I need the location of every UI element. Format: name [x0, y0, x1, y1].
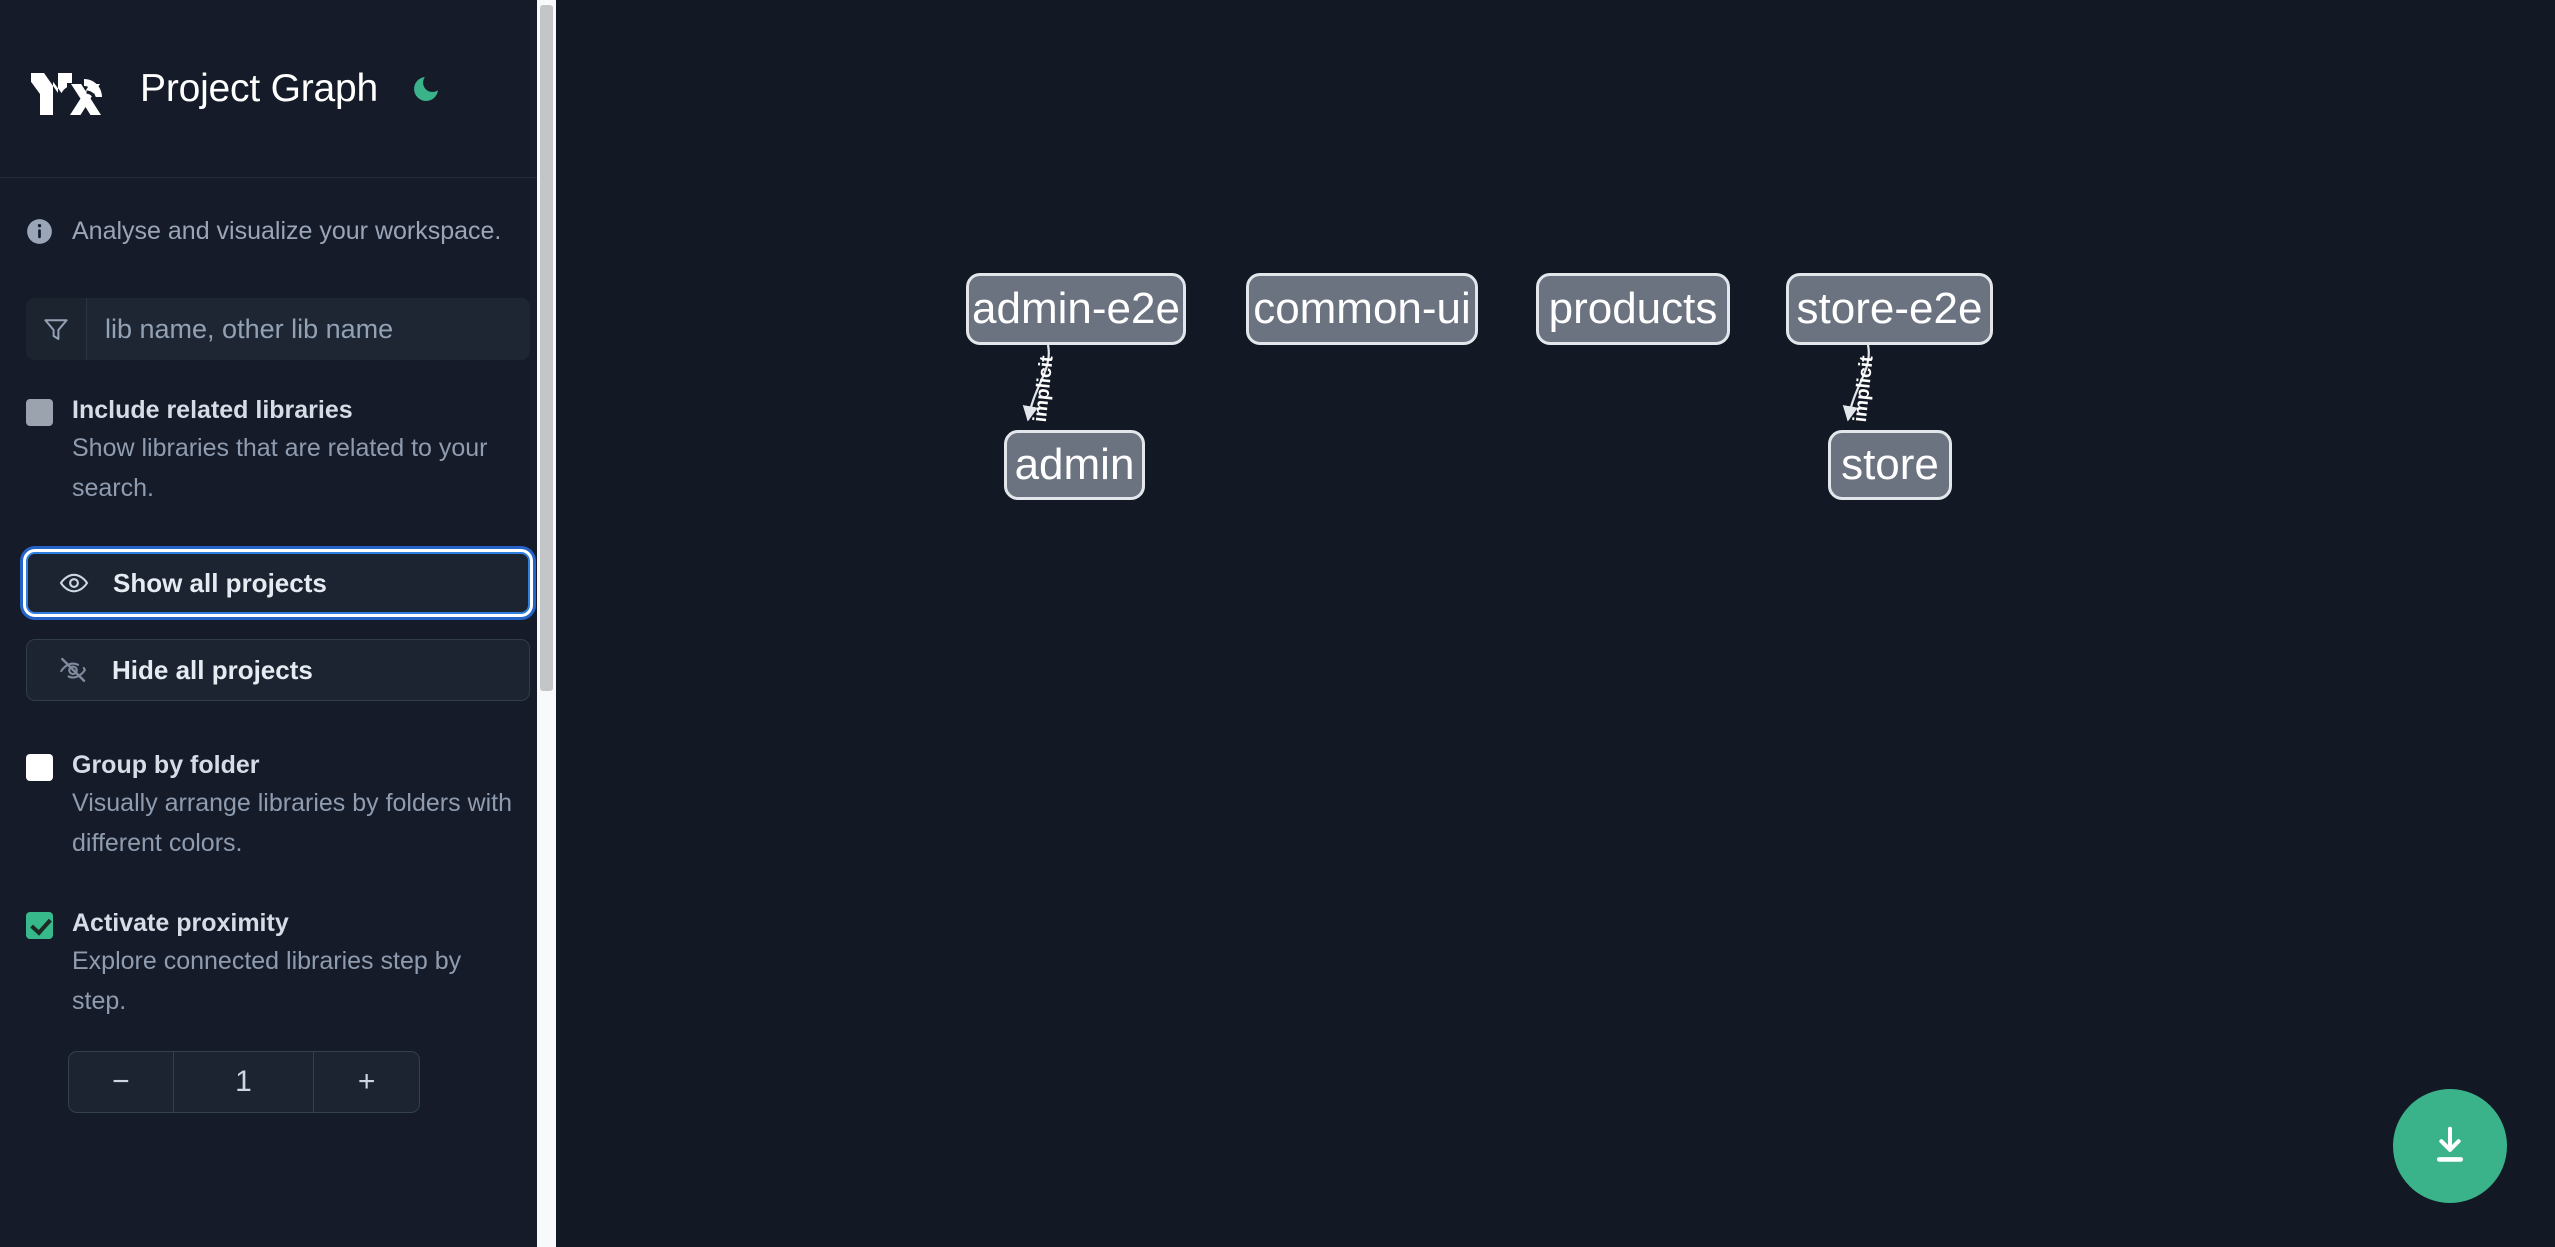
option-description: Visually arrange libraries by folders wi… — [72, 789, 513, 857]
graph-node-admin[interactable]: admin — [1004, 430, 1145, 500]
option-title: Group by folder — [72, 751, 260, 779]
graph-node-label: common-ui — [1253, 284, 1471, 333]
graph-node-store-e2e[interactable]: store-e2e — [1786, 273, 1993, 345]
info-circle-icon — [26, 218, 53, 245]
search-input[interactable] — [87, 298, 530, 360]
proximity-value: 1 — [174, 1052, 315, 1112]
option-title: Activate proximity — [72, 909, 289, 937]
download-graph-button[interactable] — [2393, 1089, 2507, 1203]
sidebar-header: Project Graph — [0, 0, 556, 178]
graph-node-label: store — [1841, 440, 1939, 489]
graph-node-products[interactable]: products — [1536, 273, 1730, 345]
sidebar: Project Graph Analyse and visualize your… — [0, 0, 556, 1247]
option-text-group: Activate proximity Explore connected lib… — [72, 907, 512, 1021]
hide-all-projects-label: Hide all projects — [112, 654, 313, 685]
proximity-increment-button[interactable]: + — [357, 1065, 376, 1098]
include-related-libraries-checkbox[interactable] — [26, 399, 53, 426]
option-description: Show libraries that are related to your … — [72, 434, 488, 502]
graph-node-store[interactable]: store — [1828, 430, 1952, 500]
page-title: Project Graph — [140, 66, 379, 110]
graph-node-label: admin-e2e — [972, 284, 1180, 333]
graph-node-label: admin — [1014, 440, 1135, 489]
option-description: Explore connected libraries step by step… — [72, 947, 462, 1015]
workspace-description-text: Analyse and visualize your workspace. — [72, 216, 502, 245]
option-group-by-folder[interactable]: Group by folder Visually arrange librari… — [26, 749, 530, 863]
sidebar-body: Include related libraries Show libraries… — [0, 298, 556, 1113]
show-all-projects-button[interactable]: Show all projects — [26, 552, 530, 614]
search-field-wrapper — [26, 298, 530, 360]
activate-proximity-checkbox[interactable] — [26, 912, 53, 939]
nx-logo-icon — [26, 63, 110, 115]
show-all-projects-label: Show all projects — [113, 567, 327, 598]
option-activate-proximity[interactable]: Activate proximity Explore connected lib… — [26, 907, 530, 1021]
graph-node-label: products — [1548, 284, 1718, 333]
eye-icon — [58, 567, 90, 599]
option-title: Include related libraries — [72, 396, 353, 424]
graph-layer: admin-e2e common-ui products store-e2e admin… — [556, 0, 2555, 1247]
option-include-related-libraries[interactable]: Include related libraries Show libraries… — [26, 394, 530, 508]
filter-icon — [26, 298, 87, 360]
graph-canvas[interactable]: admin-e2e common-ui products store-e2e admin… — [556, 0, 2555, 1247]
graph-node-admin-e2e[interactable]: admin-e2e — [966, 273, 1186, 345]
sidebar-scrollbar-thumb[interactable] — [540, 5, 553, 691]
eye-off-icon — [57, 654, 89, 686]
proximity-stepper: − 1 + — [68, 1051, 420, 1113]
workspace-description: Analyse and visualize your workspace. — [0, 178, 556, 284]
sidebar-scrollbar[interactable] — [537, 0, 556, 1247]
graph-node-label: store-e2e — [1796, 284, 1983, 333]
moon-icon[interactable] — [406, 69, 446, 109]
graph-node-common-ui[interactable]: common-ui — [1246, 273, 1478, 345]
hide-all-projects-button[interactable]: Hide all projects — [26, 639, 530, 701]
option-text-group: Include related libraries Show libraries… — [72, 394, 512, 508]
group-by-folder-checkbox[interactable] — [26, 754, 53, 781]
option-text-group: Group by folder Visually arrange librari… — [72, 749, 512, 863]
proximity-decrement-button[interactable]: − — [69, 1052, 174, 1112]
